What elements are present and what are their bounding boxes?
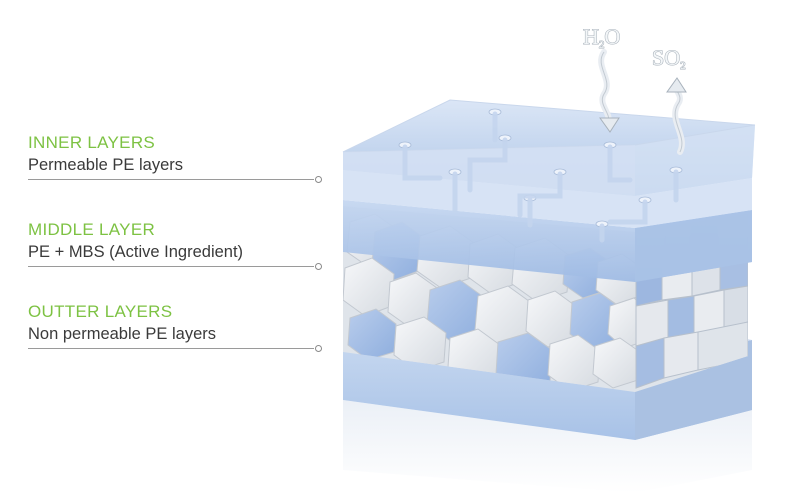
leader-dot-middle [315,263,322,270]
legend-description-inner: Permeable PE layers [28,156,183,174]
legend-item-middle-layer: MIDDLE LAYER PE + MBS (Active Ingredient… [28,220,324,270]
h2o-label: H2O [583,24,620,51]
leader-line-outer [28,348,314,349]
legend-item-inner-layers: INNER LAYERS Permeable PE layers [28,133,324,183]
legend-title-inner: INNER LAYERS [28,133,156,152]
leader-line-inner [28,179,314,180]
legend-description-middle: PE + MBS (Active Ingredient) [28,243,244,261]
leader-dot-inner [315,176,322,183]
floor-reflection [343,400,752,493]
h2o-arrow-down [598,49,620,133]
legend-item-outer-layers: OUTTER LAYERS Non permeable PE layers [28,302,324,352]
legend-title-middle: MIDDLE LAYER [28,220,156,239]
so2-label: SO2 [652,45,686,72]
so2-arrow-up [666,77,687,155]
legend-title-outer: OUTTER LAYERS [28,302,173,321]
leader-line-middle [28,266,314,267]
leader-dot-outer [315,345,322,352]
legend-description-outer: Non permeable PE layers [28,325,217,343]
inner-layer-slab [342,99,756,282]
pore-channels [402,111,679,243]
